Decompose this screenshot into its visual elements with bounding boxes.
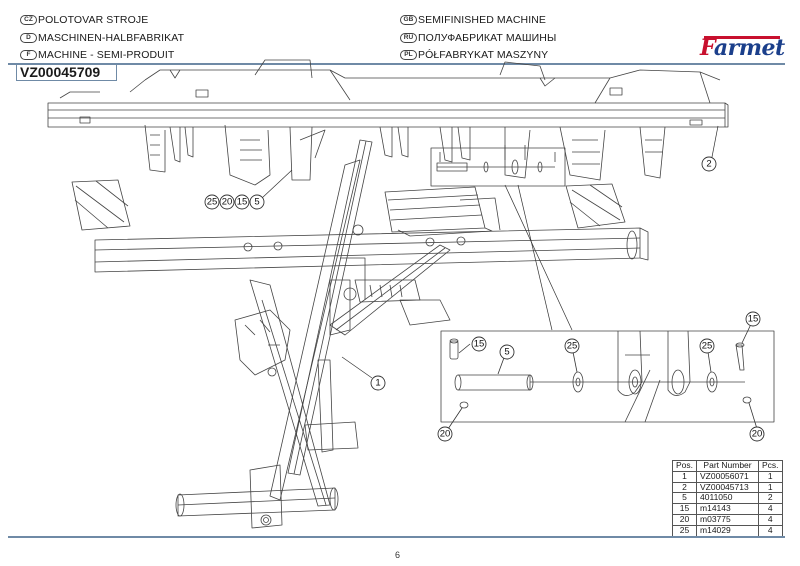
callout-5: 5: [249, 194, 265, 210]
callout-label: 25: [207, 197, 218, 208]
table-row: 20 m03775 4: [671, 513, 783, 526]
callout-label: 2: [706, 159, 711, 170]
lang-badge-d: D: [20, 33, 37, 43]
lang-badge-cz: CZ: [20, 15, 37, 25]
table-row: 25 m14029 4: [671, 524, 783, 537]
cell-pcs: 1: [758, 470, 783, 483]
parts-list-table: Pos. Part Number Pcs. 1 VZ00056071 1 2 V…: [671, 460, 783, 537]
callout-detail-5: 5: [499, 344, 515, 360]
cell-part-number: m14143: [696, 503, 760, 515]
callout-detail-20-right: 20: [749, 426, 765, 442]
lang-badge-f: F: [20, 50, 37, 60]
callout-label: 15: [237, 197, 248, 208]
callout-label: 15: [748, 314, 759, 325]
logo-text: Farmet: [700, 37, 785, 59]
logo-red-bar: [704, 36, 780, 39]
callout-label: 1: [375, 378, 380, 389]
callout-15: 15: [234, 194, 250, 210]
callout-detail-25-left: 25: [564, 338, 580, 354]
table-row: 2 VZ00045713 1: [671, 481, 783, 494]
cell-pcs: 1: [758, 481, 783, 494]
title-text: SEMIFINISHED MACHINE: [418, 14, 547, 26]
platform: [384, 186, 501, 237]
cell-part-number: m03775: [696, 513, 760, 526]
cell-part-number: m14029: [696, 524, 760, 537]
cell-part-number: VZ00056071: [696, 470, 760, 483]
cell-pos: 25: [671, 524, 698, 537]
callout-detail-15-right: 15: [745, 311, 761, 327]
title-gb: GB SEMIFINISHED MACHINE: [400, 14, 546, 26]
title-text: ПОЛУФАБРИКАТ МАШИНЫ: [418, 32, 557, 44]
title-pl: PL PÓŁFABRYKAT MASZYNY: [400, 49, 548, 61]
jack-stand: [234, 309, 359, 453]
title-ru: RU ПОЛУФАБРИКАТ МАШИНЫ: [400, 32, 556, 44]
cell-pcs: 4: [758, 524, 783, 537]
callout-label: 20: [440, 429, 451, 440]
callout-part-1: 1: [370, 375, 386, 391]
col-header-part-number: Part Number: [696, 460, 760, 472]
title-text: MASCHINEN-HALBFABRIKAT: [38, 32, 185, 44]
col-header-pos: Pos.: [671, 460, 698, 472]
title-text: MACHINE - SEMI-PRODUIT: [38, 49, 175, 61]
mini-detail-frame: [430, 145, 566, 187]
a-frame: [249, 139, 451, 507]
cell-pos: 5: [671, 492, 698, 505]
callout-detail-20-left: 20: [437, 426, 453, 442]
cell-pos: 15: [671, 503, 698, 515]
callout-20: 20: [219, 194, 235, 210]
beam-brackets: [144, 124, 666, 186]
document-code: VZ00045709: [16, 64, 117, 81]
title-text: POLOTOVAR STROJE: [38, 14, 149, 26]
callout-label: 25: [567, 341, 578, 352]
table-header-row: Pos. Part Number Pcs.: [671, 460, 783, 472]
warning-plates: [71, 179, 626, 231]
title-d: D MASCHINEN-HALBFABRIKAT: [20, 32, 184, 44]
callout-25: 25: [204, 194, 220, 210]
logo-first-letter: F: [700, 35, 714, 61]
farmet-logo: Farmet: [700, 36, 785, 60]
cell-part-number: VZ00045713: [696, 481, 760, 494]
callout-label: 15: [474, 339, 485, 350]
logo-rest: armet: [713, 35, 785, 61]
page-number: 6: [395, 550, 401, 560]
lower-crossbeam: [94, 227, 649, 273]
upper-beam: [47, 59, 729, 128]
leader-lines: [261, 125, 719, 379]
callout-label: 20: [222, 197, 233, 208]
col-header-pcs: Pcs.: [758, 460, 783, 472]
callout-detail-15-left: 15: [471, 336, 487, 352]
cell-pos: 1: [671, 470, 698, 483]
lang-badge-ru: RU: [400, 33, 417, 43]
header-divider: [8, 63, 785, 65]
callout-label: 20: [752, 429, 763, 440]
callout-detail-25-right: 25: [699, 338, 715, 354]
title-f: F MACHINE - SEMI-PRODUIT: [20, 49, 174, 61]
callout-label: 5: [254, 197, 259, 208]
callout-part-2: 2: [701, 156, 717, 172]
callout-group-main: 25 20 15 5: [204, 194, 265, 210]
cell-part-number: 4011050: [696, 492, 760, 505]
table-row: 15 m14143 4: [671, 503, 783, 515]
callout-label: 25: [702, 341, 713, 352]
line-art: [47, 59, 775, 529]
cell-pcs: 4: [758, 513, 783, 526]
title-cz: CZ POLOTOVAR STROJE: [20, 14, 148, 26]
callout-label: 5: [504, 347, 509, 358]
table-row: 5 4011050 2: [671, 492, 783, 505]
cell-pcs: 2: [758, 492, 783, 505]
lang-badge-pl: PL: [400, 50, 417, 60]
table-row: 1 VZ00056071 1: [671, 470, 783, 483]
title-text: PÓŁFABRYKAT MASZYNY: [418, 49, 549, 61]
lang-badge-gb: GB: [400, 15, 417, 25]
cell-pos: 2: [671, 481, 698, 494]
cell-pcs: 4: [758, 503, 783, 515]
cell-pos: 20: [671, 513, 698, 526]
footer-divider: [8, 536, 785, 538]
hitch-beam: [175, 464, 339, 529]
detail-view: [440, 321, 775, 433]
